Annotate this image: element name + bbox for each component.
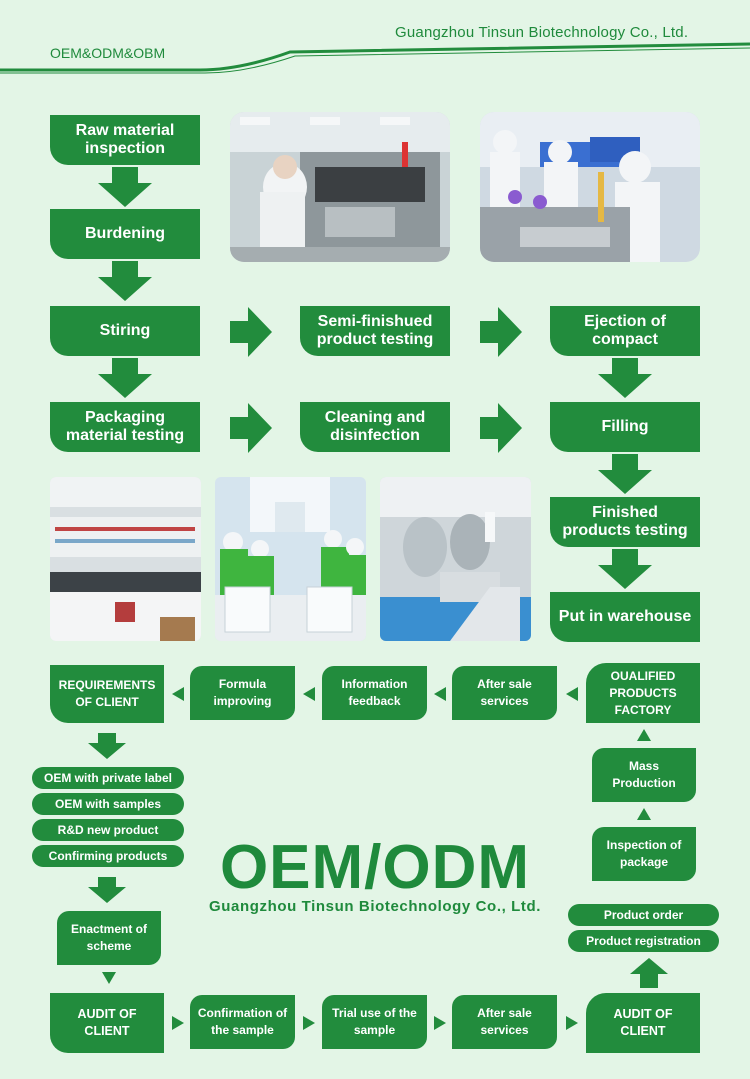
arrow-right-icon xyxy=(480,307,522,357)
step-finished: Finished products testing xyxy=(550,497,700,547)
after-sale-services-bottom: After sale services xyxy=(452,995,557,1049)
arrow-up-icon xyxy=(630,958,668,988)
information-feedback: Information feedback xyxy=(322,666,427,720)
option-rd-new-product: R&D new product xyxy=(32,819,184,841)
step-raw-material: Raw material inspection xyxy=(50,115,200,165)
requirements-of-client: REQUIREMENTS OF CLIENT xyxy=(50,665,164,723)
trial-use-of-sample: Trial use of the sample xyxy=(322,995,427,1049)
option-confirming-products: Confirming products xyxy=(32,845,184,867)
arrow-down-icon xyxy=(98,358,152,398)
option-oem-samples: OEM with samples xyxy=(32,793,184,815)
arrow-left-icon xyxy=(303,687,315,701)
header-swoosh xyxy=(0,42,750,74)
audit-of-client-left: AUDIT OF CLIENT xyxy=(50,993,164,1053)
factory-photo-tanks xyxy=(380,477,531,641)
arrow-right-icon xyxy=(434,1016,446,1030)
product-registration: Product registration xyxy=(568,930,719,952)
arrow-left-icon xyxy=(566,687,578,701)
oem-odm-title: OEM/ODM xyxy=(219,833,531,902)
audit-of-client-right: AUDIT OF CLIENT xyxy=(586,993,700,1053)
step-burdening: Burdening xyxy=(50,209,200,259)
company-subtitle: Guangzhou Tinsun Biotechnology Co., Ltd. xyxy=(208,898,542,915)
arrow-right-icon xyxy=(230,403,272,453)
inspection-of-package: Inspection of package xyxy=(592,827,696,881)
step-cleaning: Cleaning and disinfection xyxy=(300,402,450,452)
step-warehouse: Put in warehouse xyxy=(550,592,700,642)
product-order: Product order xyxy=(568,904,719,926)
arrow-down-icon xyxy=(598,549,652,589)
factory-photo-lab xyxy=(50,477,201,641)
factory-photo-machine xyxy=(230,112,450,262)
arrow-right-icon xyxy=(303,1016,315,1030)
mass-production: Mass Production xyxy=(592,748,696,802)
arrow-right-icon xyxy=(566,1016,578,1030)
arrow-right-icon xyxy=(230,307,272,357)
arrow-down-icon xyxy=(98,261,152,301)
arrow-up-icon xyxy=(637,808,651,820)
factory-photo-workers xyxy=(480,112,700,262)
step-semi-finished: Semi-finishued product testing xyxy=(300,306,450,356)
arrow-down-icon xyxy=(98,167,152,207)
factory-photo-packing xyxy=(215,477,366,641)
step-ejection: Ejection of compact xyxy=(550,306,700,356)
arrow-right-icon xyxy=(480,403,522,453)
after-sale-services-top: After sale services xyxy=(452,666,557,720)
arrow-left-icon xyxy=(172,687,184,701)
company-name: Guangzhou Tinsun Biotechnology Co., Ltd. xyxy=(395,24,689,41)
arrow-down-icon xyxy=(598,454,652,494)
arrow-down-icon xyxy=(598,358,652,398)
confirmation-of-sample: Confirmation of the sample xyxy=(190,995,295,1049)
arrow-down-icon xyxy=(88,733,126,759)
tagline: OEM&ODM&OBM xyxy=(50,45,166,61)
qualified-products-factory: OUALIFIED PRODUCTS FACTORY xyxy=(586,663,700,723)
formula-improving: Formula improving xyxy=(190,666,295,720)
arrow-right-icon xyxy=(172,1016,184,1030)
step-stiring: Stiring xyxy=(50,306,200,356)
option-oem-private-label: OEM with private label xyxy=(32,767,184,789)
arrow-down-icon xyxy=(88,877,126,903)
step-filling: Filling xyxy=(550,402,700,452)
arrow-left-icon xyxy=(434,687,446,701)
arrow-down-icon xyxy=(102,972,116,984)
enactment-of-scheme: Enactment of scheme xyxy=(57,911,161,965)
arrow-up-icon xyxy=(637,729,651,741)
step-packaging: Packaging material testing xyxy=(50,402,200,452)
